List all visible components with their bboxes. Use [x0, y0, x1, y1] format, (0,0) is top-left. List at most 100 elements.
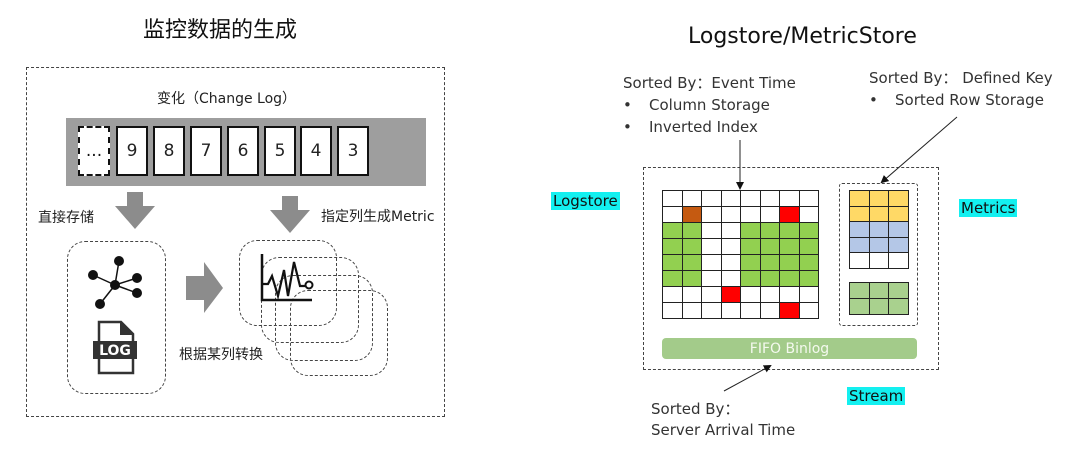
grid-cell [721, 303, 741, 319]
grid-cell [799, 223, 819, 239]
grid-cell [741, 255, 761, 271]
grid-cell [741, 287, 761, 303]
grid-cell [721, 223, 741, 239]
log-cell-ellipsis: ... [78, 126, 110, 176]
metrics-tag: Metrics [959, 199, 1018, 217]
grid-cell [721, 271, 741, 287]
event-time-heading: Sorted By：Event Time [623, 74, 796, 92]
note-bullet: •Sorted Row Storage [869, 91, 1044, 109]
grid-cell [663, 207, 683, 223]
log-cell: 4 [300, 126, 332, 176]
grid-cell [780, 239, 800, 255]
grid-cell [850, 299, 870, 315]
grid-cell [850, 253, 870, 269]
grid-cell [780, 271, 800, 287]
column-storage-grid [662, 190, 819, 319]
log-cell: 9 [116, 126, 148, 176]
metric-grid [849, 282, 909, 315]
metric-card [290, 290, 388, 376]
grid-cell [741, 239, 761, 255]
log-cell: 7 [190, 126, 222, 176]
direct-store-label: 直接存储 [38, 210, 94, 226]
network-graph-icon [88, 256, 142, 309]
grid-cell [889, 299, 909, 315]
metric-gen-label: 指定列生成Metric [321, 209, 435, 225]
metric-card [239, 240, 337, 326]
grid-cell [799, 239, 819, 255]
log-file-icon: LOG [93, 320, 137, 375]
log-cell: 6 [227, 126, 259, 176]
grid-cell [780, 207, 800, 223]
grid-cell [702, 223, 722, 239]
down-arrow-icon [115, 192, 155, 229]
grid-cell [663, 271, 683, 287]
grid-cell [682, 303, 702, 319]
grid-cell [869, 191, 889, 207]
grid-cell [850, 283, 870, 299]
event-time-note: Sorted By：Event Time •Column Storage •In… [623, 72, 796, 138]
transform-label: 根据某列转换 [179, 347, 263, 363]
grid-cell [760, 207, 780, 223]
fifo-binlog-bar: FIFO Binlog [662, 338, 917, 359]
grid-cell [663, 255, 683, 271]
grid-cell [721, 207, 741, 223]
grid-cell [702, 271, 722, 287]
grid-cell [682, 271, 702, 287]
log-cell: 3 [337, 126, 369, 176]
grid-cell [799, 207, 819, 223]
grid-cell [721, 287, 741, 303]
metric-store-frame [839, 183, 918, 326]
grid-cell [780, 287, 800, 303]
grid-cell [780, 191, 800, 207]
grid-cell [702, 239, 722, 255]
defined-key-heading: Sorted By： Defined Key [869, 69, 1053, 87]
grid-cell [702, 207, 722, 223]
grid-cell [799, 287, 819, 303]
defined-key-note: Sorted By： Defined Key •Sorted Row Stora… [869, 67, 1053, 111]
grid-cell [869, 283, 889, 299]
monitoring-data-frame [26, 67, 445, 417]
server-time-line1: Sorted By： [651, 400, 740, 418]
store-frame [643, 167, 939, 370]
change-log-label: 变化（Change Log） [157, 91, 297, 107]
server-time-note: Sorted By： Server Arrival Time [651, 399, 795, 441]
grid-cell [663, 191, 683, 207]
stream-tag: Stream [847, 387, 906, 405]
grid-cell [889, 191, 909, 207]
grid-cell [889, 253, 909, 269]
grid-cell [760, 191, 780, 207]
grid-cell [721, 239, 741, 255]
grid-cell [741, 191, 761, 207]
grid-cell [889, 222, 909, 238]
grid-cell [663, 287, 683, 303]
grid-cell [780, 303, 800, 319]
grid-cell [741, 271, 761, 287]
grid-cell [850, 206, 870, 222]
grid-cell [741, 303, 761, 319]
grid-cell [889, 237, 909, 253]
grid-cell [682, 255, 702, 271]
grid-cell [869, 237, 889, 253]
grid-cell [663, 223, 683, 239]
note-bullet: •Column Storage [623, 96, 770, 114]
grid-cell [869, 222, 889, 238]
grid-cell [721, 255, 741, 271]
log-icon-text: LOG [99, 343, 131, 359]
down-arrow-icon [270, 196, 310, 233]
row-storage-grid [849, 190, 909, 269]
grid-cell [889, 283, 909, 299]
left-panel-title: 监控数据的生成 [143, 18, 298, 43]
grid-cell [780, 223, 800, 239]
grid-cell [850, 222, 870, 238]
logstore-tag: Logstore [551, 192, 620, 210]
grid-cell [760, 287, 780, 303]
change-log-strip: ... 9 8 7 6 5 4 3 [66, 118, 426, 186]
grid-cell [702, 191, 722, 207]
server-time-line2: Server Arrival Time [651, 421, 796, 439]
raw-storage-box [67, 241, 166, 394]
grid-cell [869, 253, 889, 269]
grid-cell [760, 271, 780, 287]
note-bullet: •Inverted Index [623, 118, 758, 136]
line-chart-icon [260, 254, 314, 302]
grid-cell [869, 299, 889, 315]
